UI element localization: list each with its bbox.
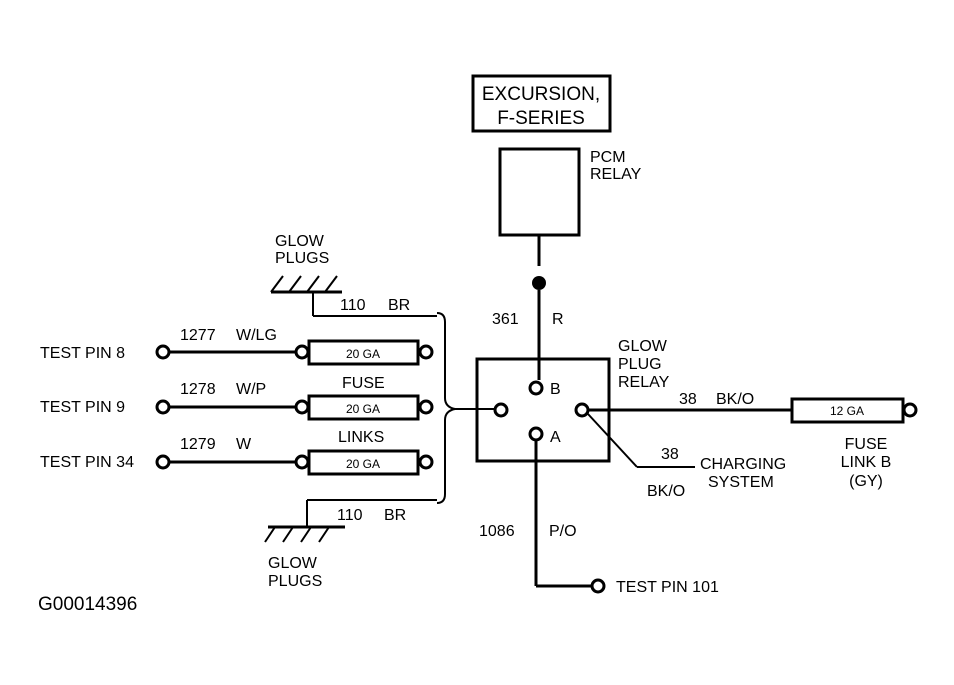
- relay-terminal-a: [528, 426, 544, 442]
- test-pin-9-color: W/P: [236, 381, 266, 398]
- test-pin-9-circuit: 1278: [180, 381, 216, 398]
- test-pin-34-circuit: 1279: [180, 436, 216, 453]
- charging-branch: 38 BK/O CHARGING SYSTEM: [587, 413, 786, 500]
- glow-plugs-top: GLOW PLUGS 110 BR: [270, 233, 437, 317]
- pcm-relay-box: [498, 147, 581, 237]
- test-pin-8-circuit: 1277: [180, 327, 216, 344]
- fuse-link-8-left-terminal: [294, 344, 310, 360]
- test-pin-8-terminal: [155, 344, 171, 360]
- test-pin-101-wire: 1086 P/O TEST PIN 101: [479, 440, 719, 596]
- fuse-link-34-left-terminal: [294, 454, 310, 470]
- glow-plug-relay-label-line1: GLOW: [618, 338, 668, 355]
- output-wire: 38 BK/O: [588, 391, 792, 412]
- output-wire-circuit: 38: [679, 391, 697, 408]
- fuse-link-b-gauge: 12 GA: [830, 404, 864, 418]
- test-pin-101-label: TEST PIN 101: [616, 579, 719, 596]
- glow-plugs-top-label-line2: PLUGS: [275, 250, 329, 267]
- relay-input-terminal: [493, 402, 509, 418]
- charging-system-label-line1: CHARGING: [700, 456, 786, 473]
- test-pin-101-color: P/O: [549, 523, 577, 540]
- relay-feed-color: R: [552, 311, 564, 328]
- glow-plugs-top-circuit: 110: [340, 297, 366, 314]
- fuse-link-b: 12 GA FUSE LINK B (GY): [790, 397, 918, 490]
- vehicle-model-line1: EXCURSION,: [482, 84, 600, 105]
- relay-terminal-b-label: B: [550, 381, 561, 398]
- charging-branch-circuit: 38: [661, 446, 679, 463]
- test-pin-34-label: TEST PIN 34: [40, 454, 134, 471]
- test-pin-8-color: W/LG: [236, 327, 277, 344]
- fuse-links-label-line1: FUSE: [342, 375, 385, 392]
- fuse-link-34-body: [307, 449, 420, 476]
- glow-plug-relay: B A GLOW PLUG RELAY: [475, 338, 670, 463]
- fuse-link-9-body: [307, 394, 420, 421]
- test-pin-9-label: TEST PIN 9: [40, 399, 125, 416]
- test-pin-34-terminal: [155, 454, 171, 470]
- splice-dot: [532, 276, 546, 290]
- vehicle-model-line2: F-SERIES: [497, 108, 585, 129]
- test-pin-9-row: TEST PIN 9 1278 W/P 20 GA: [40, 381, 434, 421]
- glow-plugs-bottom-label-line2: PLUGS: [268, 573, 322, 590]
- fuse-link-b-label-line3: (GY): [849, 473, 883, 490]
- test-pin-34-row: TEST PIN 34 1279 W 20 GA: [40, 436, 434, 476]
- glow-plug-relay-label-line2: PLUG: [618, 356, 662, 373]
- relay-terminal-a-label: A: [550, 429, 561, 446]
- glow-plugs-bottom-circuit: 110: [337, 507, 363, 524]
- vehicle-header: EXCURSION, F-SERIES: [471, 74, 612, 133]
- fuse-link-b-label-line1: FUSE: [845, 436, 888, 453]
- fuse-link-b-label-line2: LINK B: [841, 454, 892, 471]
- glow-plug-relay-label-line3: RELAY: [618, 374, 670, 391]
- test-pin-8-label: TEST PIN 8: [40, 345, 125, 362]
- test-pin-9-terminal: [155, 399, 171, 415]
- glow-plugs-bottom-label-line1: GLOW: [268, 555, 318, 572]
- output-wire-color: BK/O: [716, 391, 754, 408]
- charging-branch-color: BK/O: [647, 483, 685, 500]
- fuse-link-8-body: [307, 339, 420, 366]
- fuse-link-8-right-terminal: [418, 344, 434, 360]
- fuse-link-34-right-terminal: [418, 454, 434, 470]
- test-pin-101-circuit: 1086: [479, 523, 515, 540]
- glow-plugs-bottom-color: BR: [384, 507, 406, 524]
- grouping-bracket: [436, 312, 456, 504]
- pcm-relay: PCM RELAY: [498, 147, 642, 237]
- fuse-link-8-gauge: 20 GA: [346, 347, 380, 361]
- fuse-link-9-right-terminal: [418, 399, 434, 415]
- glow-plugs-top-label-line1: GLOW: [275, 233, 325, 250]
- glow-plugs-top-color: BR: [388, 297, 410, 314]
- fuse-link-9-left-terminal: [294, 399, 310, 415]
- fuse-links-label-line2: LINKS: [338, 429, 384, 446]
- pcm-relay-label-line1: PCM: [590, 149, 626, 166]
- pcm-relay-label-line2: RELAY: [590, 166, 642, 183]
- fuse-link-34-gauge: 20 GA: [346, 457, 380, 471]
- fuse-link-b-terminal: [902, 402, 918, 418]
- charging-system-label-line2: SYSTEM: [708, 474, 774, 491]
- relay-output-terminal: [574, 402, 590, 418]
- vehicle-header-box: [471, 74, 612, 133]
- relay-feed-wire: 361 R: [492, 235, 564, 380]
- figure-id: G00014396: [38, 594, 137, 615]
- test-pin-101-terminal: [590, 578, 606, 594]
- relay-feed-circuit: 361: [492, 311, 519, 328]
- test-pin-8-row: TEST PIN 8 1277 W/LG 20 GA: [40, 327, 434, 366]
- fuse-link-9-gauge: 20 GA: [346, 402, 380, 416]
- glow-plugs-bottom: 110 BR GLOW PLUGS: [264, 499, 437, 590]
- relay-terminal-b: [528, 380, 544, 396]
- test-pin-34-color: W: [236, 436, 252, 453]
